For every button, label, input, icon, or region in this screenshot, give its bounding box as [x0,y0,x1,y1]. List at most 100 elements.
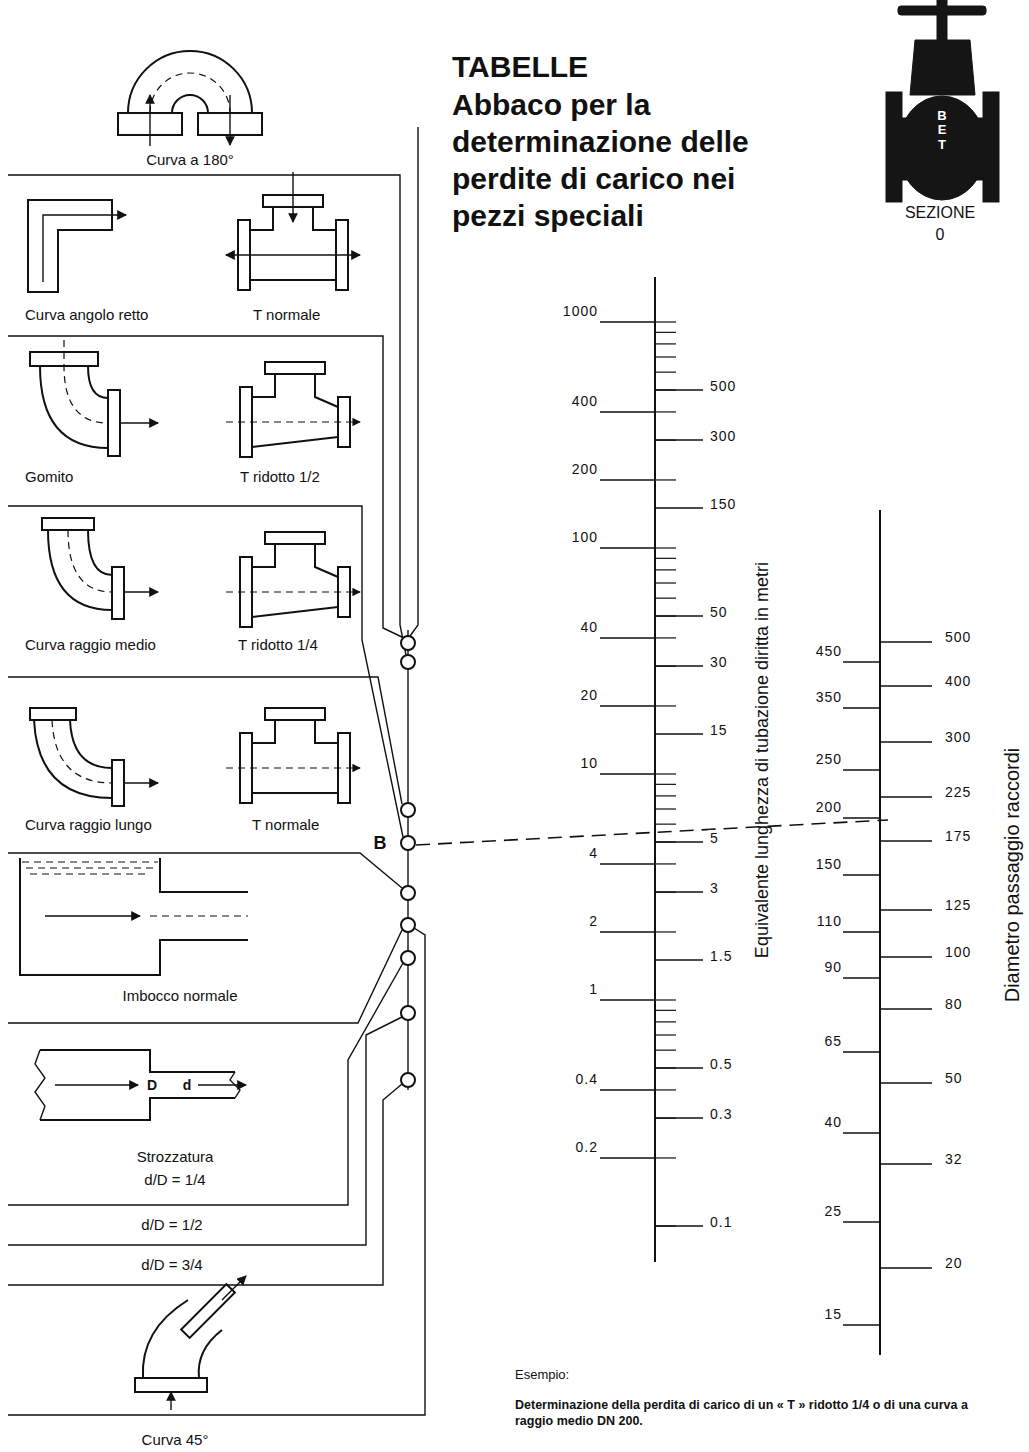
scale-tick [655,615,676,616]
drawing-stroke [22,862,158,874]
scale-tick [843,977,880,978]
drawing-stroke [401,636,415,650]
fitting-name: Strozzatura [137,1148,214,1165]
drawing-stroke [28,200,112,292]
scale-tick [880,1082,932,1083]
diameter-value: 100 [945,944,971,960]
drawing-stroke [229,95,230,145]
scale-tick [880,685,932,686]
drawing-stroke [30,708,76,720]
scale-tick [655,999,676,1000]
drawing-stroke [410,127,418,636]
scale-tick [655,863,676,864]
scale-tick [655,1067,703,1068]
fitting-name: Curva angolo retto [25,306,148,323]
bend-45-symbol [135,1276,246,1410]
drawing-stroke [8,930,402,1023]
section-label: SEZIONE 0 [901,202,979,246]
fitting-name: Curva raggio medio [25,636,156,653]
drawing-stroke [108,390,120,456]
diameter-value: 225 [945,784,971,800]
drawing-stroke [416,820,888,845]
scale-tick [880,641,932,642]
tee-symbol [226,708,360,803]
scale-tick [843,1132,880,1133]
scale-value: 50 [708,604,730,620]
scale-tick [655,569,676,570]
ratio-label: d/D = 3/4 [141,1256,202,1273]
scale-tick [655,1034,676,1035]
diameter-value: 90 [824,959,842,975]
scale-tick [880,1008,932,1009]
drawing-stroke [52,720,112,783]
drawing-stroke [150,73,230,113]
scale-value: 5 [708,830,721,846]
fitting-name: Imbocco normale [122,987,237,1004]
scale-value: 200 [572,461,598,477]
drawing-stroke [8,928,425,1415]
drawing-stroke [983,92,999,202]
bend-180-symbol [118,51,262,146]
scale-tick [655,389,676,390]
drawing-stroke [401,886,415,900]
drawing-stroke [120,422,158,423]
drawing-stroke [401,803,415,817]
scale-tick [880,741,932,742]
scale-value: 2 [589,913,598,929]
scale-value: 150 [708,496,738,512]
scale-tick [655,1089,676,1090]
drawing-stroke [8,963,403,1205]
scale-tick [843,707,880,708]
ratio-label: d/D = 1/4 [144,1171,205,1188]
leader-lines [8,127,425,1415]
drawing-stroke [401,1006,415,1020]
scale-tick [655,841,676,842]
scale-tick [655,321,676,322]
scale-tick [600,411,655,412]
scale-tick [843,769,880,770]
drawing-stroke [898,96,986,200]
fitting-name: Gomito [25,468,73,485]
fitting-name: T ridotto 1/4 [238,636,318,653]
example-text: Determinazione della perdita di carico d… [515,1397,970,1429]
drawing-stroke [42,518,94,530]
scale-tick [655,666,676,667]
drawing-stroke [401,655,415,669]
scale-tick [655,598,676,599]
drawing-stroke [128,51,252,113]
diameter-value: 110 [817,913,842,929]
diameter-value: 50 [945,1070,963,1086]
scale-tick [880,796,932,797]
drawing-stroke [48,530,112,610]
scale-tick [655,773,676,774]
drawing-stroke [240,708,350,803]
diameter-value: 25 [824,1203,842,1219]
drawing-stroke [150,915,248,916]
scale-tick [600,1157,655,1158]
diameter-value: 200 [816,799,842,815]
scale-tick [655,439,703,440]
scale-tick [880,840,932,841]
scale-value: 15 [708,722,730,738]
scale-tick [655,1157,676,1158]
scale-tick [655,891,703,892]
scale-value: 20 [580,687,598,703]
scale-tick [843,1051,880,1052]
drawing-stroke [8,506,403,837]
scale-value: 1 [589,981,598,997]
drawing-stroke [20,858,248,975]
scale-tick [880,1267,932,1268]
drawing-stroke [124,591,158,592]
diameter-value: 80 [945,996,963,1012]
diameter-value: 250 [816,751,842,767]
drawing-stroke [124,782,158,783]
restriction-symbol [35,1050,246,1120]
fitting-name: T normale [252,816,319,833]
drawing-stroke [654,277,656,1262]
pivot-circles [401,636,415,1087]
drawing-stroke [34,720,112,798]
drawing-stroke [910,40,975,95]
scale-tick [600,321,655,322]
fitting-name: Curva 45° [142,1431,209,1448]
